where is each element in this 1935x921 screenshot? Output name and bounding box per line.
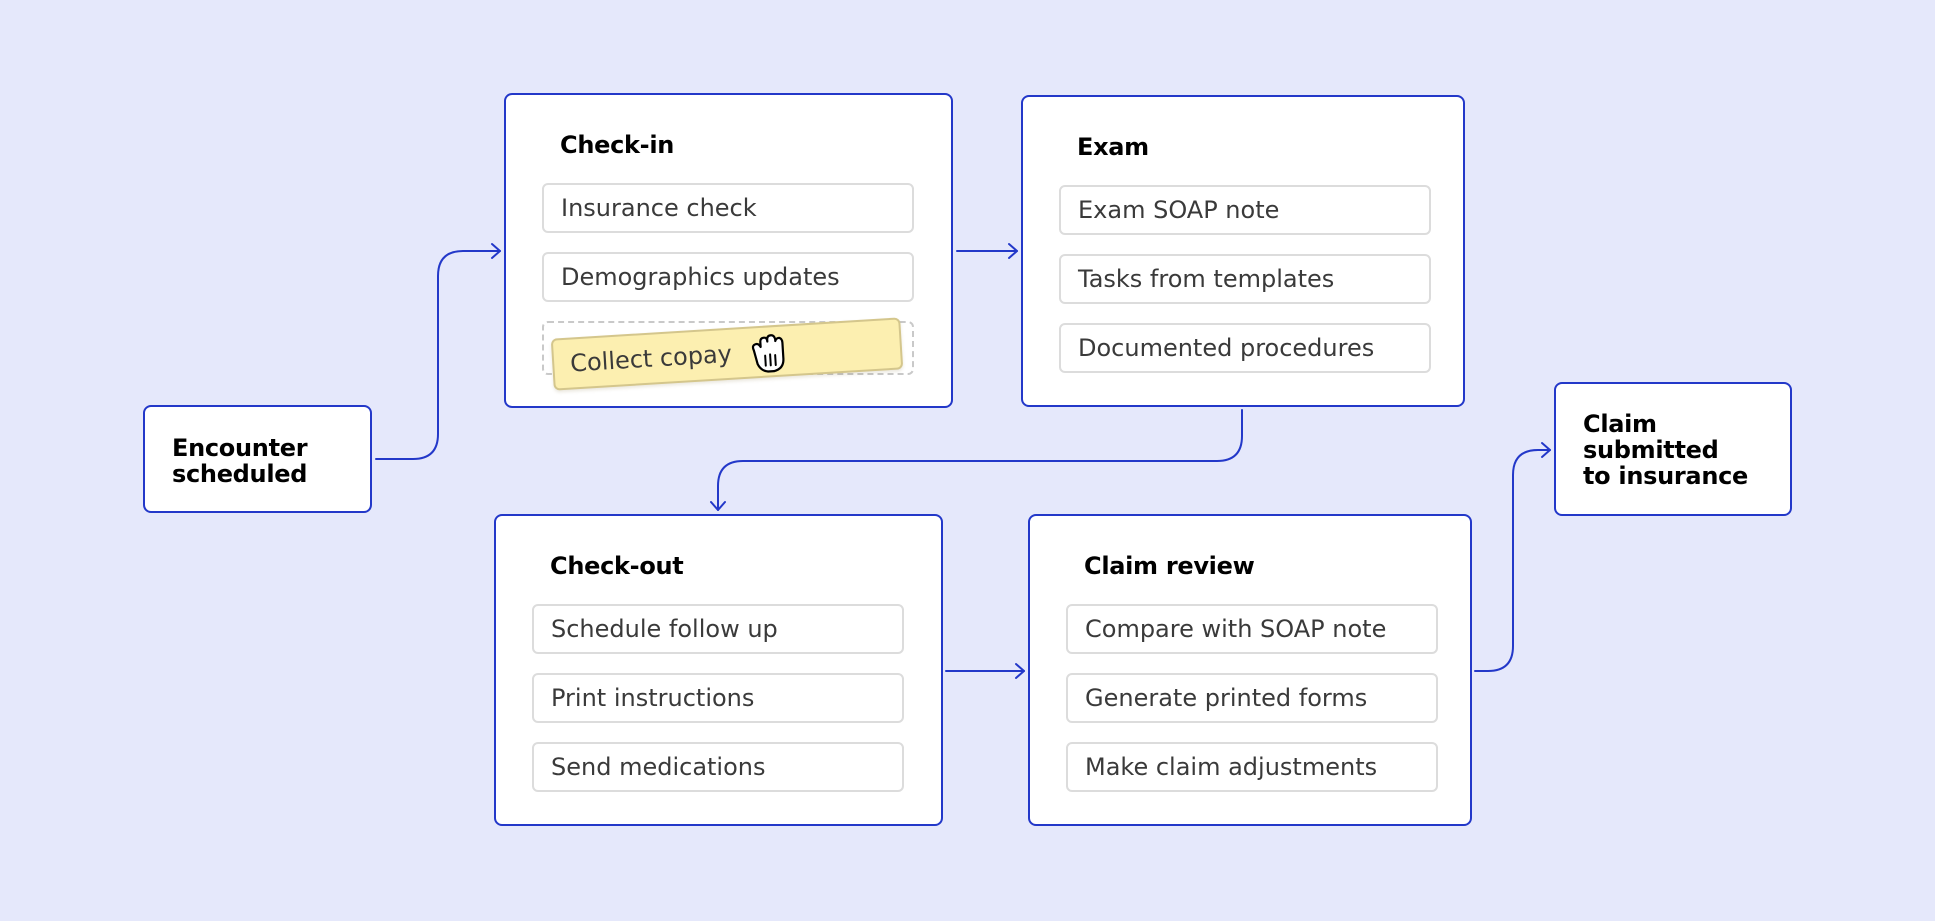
task-demographics-updates[interactable]: Demographics updates (542, 252, 914, 302)
task-compare-with-soap-note[interactable]: Compare with SOAP note (1066, 604, 1438, 654)
arrowhead-claimreview (1015, 663, 1025, 679)
task-send-medications[interactable]: Send medications (532, 742, 904, 792)
task-print-instructions[interactable]: Print instructions (532, 673, 904, 723)
dragged-task-card[interactable]: Collect copay (550, 317, 904, 391)
stage-claim-review-title: Claim review (1084, 552, 1255, 580)
end-node: Claim submitted to insurance (1554, 382, 1792, 516)
end-node-label: Claim submitted to insurance (1583, 410, 1749, 490)
arrowhead-exam (1008, 243, 1018, 259)
stage-checkin-title: Check-in (560, 131, 675, 159)
task-exam-soap-note[interactable]: Exam SOAP note (1059, 185, 1431, 235)
task-schedule-follow-up[interactable]: Schedule follow up (532, 604, 904, 654)
grab-hand-icon (751, 334, 785, 373)
task-make-claim-adjustments[interactable]: Make claim adjustments (1066, 742, 1438, 792)
connector-claimreview-to-end (1474, 449, 1551, 672)
connector-exam-to-checkout (717, 409, 1243, 511)
connector-start-to-checkin (375, 250, 501, 460)
task-tasks-from-templates[interactable]: Tasks from templates (1059, 254, 1431, 304)
task-documented-procedures[interactable]: Documented procedures (1059, 323, 1431, 373)
start-node-label: Encounter scheduled (172, 434, 308, 488)
stage-exam: Exam Exam SOAP note Tasks from templates… (1021, 95, 1465, 407)
stage-checkout-title: Check-out (550, 552, 684, 580)
start-node: Encounter scheduled (143, 405, 372, 513)
arrowhead-checkout (710, 501, 726, 511)
stage-exam-title: Exam (1077, 133, 1149, 161)
stage-checkout: Check-out Schedule follow up Print instr… (494, 514, 943, 826)
arrowhead-end (1541, 442, 1551, 458)
arrowhead-checkin (491, 243, 501, 259)
task-collect-copay: Collect copay (569, 339, 733, 378)
task-generate-printed-forms[interactable]: Generate printed forms (1066, 673, 1438, 723)
stage-claim-review: Claim review Compare with SOAP note Gene… (1028, 514, 1472, 826)
task-insurance-check[interactable]: Insurance check (542, 183, 914, 233)
stage-checkin: Check-in Insurance check Demographics up… (504, 93, 953, 408)
